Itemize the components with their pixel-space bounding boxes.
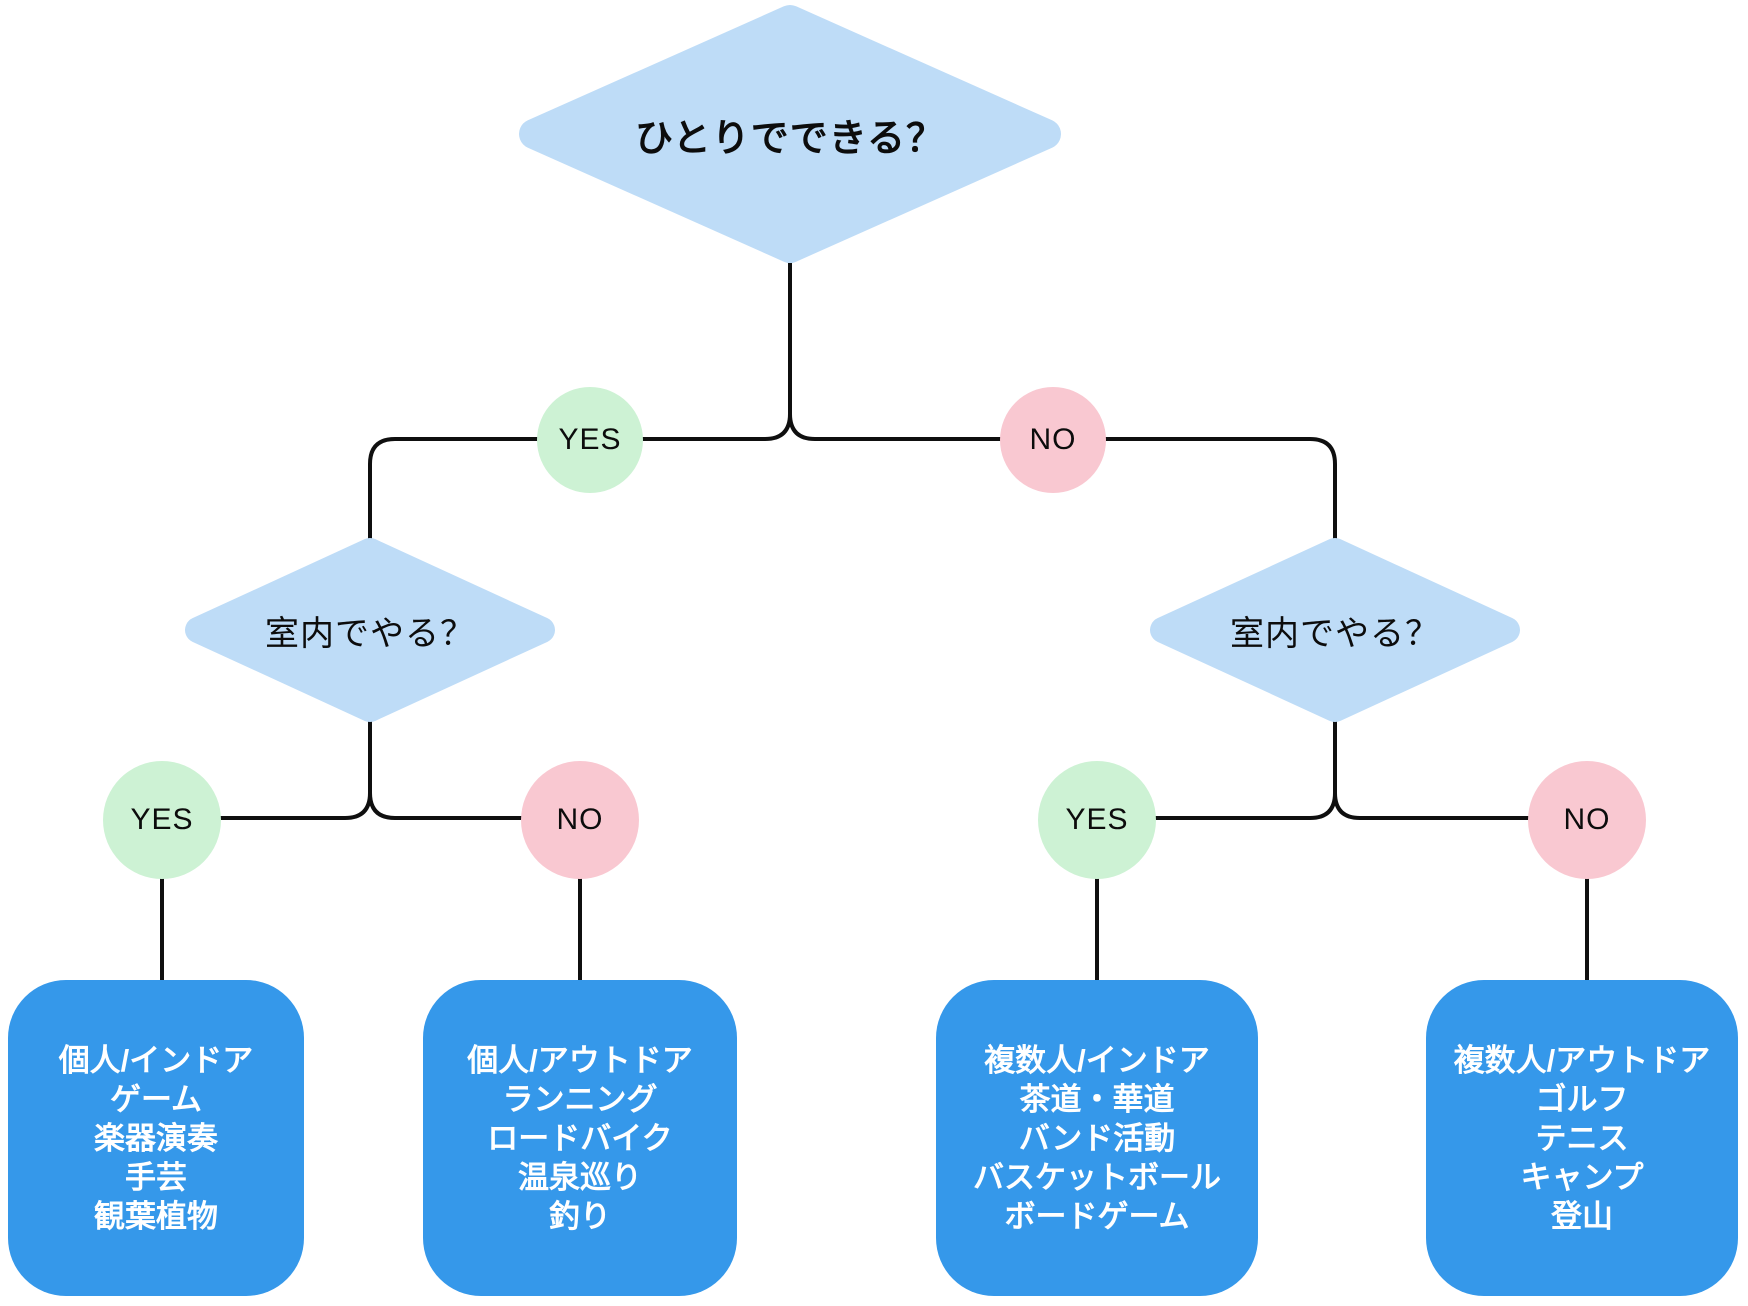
outcome-item: 手芸 bbox=[125, 1159, 187, 1195]
outcome-title: 複数人/インドア bbox=[984, 1042, 1210, 1078]
outcome-item: ボードゲーム bbox=[1004, 1198, 1190, 1234]
outcome-item: ロードバイク bbox=[487, 1120, 673, 1156]
right-question-label: 室内でやる？ bbox=[1230, 614, 1440, 653]
branch-yes-badge-right: YES bbox=[1038, 761, 1156, 879]
outcome-box-group-indoor: 複数人/インドア 茶道・華道 バンド活動 バスケットボール ボードゲーム bbox=[936, 980, 1258, 1296]
outcome-item: バンド活動 bbox=[1018, 1120, 1176, 1156]
branch-no-badge-left: NO bbox=[521, 761, 639, 879]
outcome-box-personal-indoor: 個人/インドア ゲーム 楽器演奏 手芸 観葉植物 bbox=[8, 980, 304, 1296]
outcome-item: 楽器演奏 bbox=[94, 1120, 218, 1156]
branch-no-badge-level1: NO bbox=[1000, 387, 1106, 493]
outcome-title: 個人/アウトドア bbox=[467, 1042, 693, 1078]
outcome-title: 複数人/アウトドア bbox=[1453, 1042, 1711, 1078]
connector-left-diamond-to-no bbox=[368, 718, 582, 820]
outcome-item: ランニング bbox=[502, 1081, 658, 1117]
outcome-item: ゲーム bbox=[109, 1081, 203, 1117]
connector-right-diamond-to-no bbox=[1333, 718, 1589, 820]
decision-diamond-left bbox=[185, 538, 555, 722]
decision-diamond-root bbox=[519, 5, 1061, 263]
outcome-item: 温泉巡り bbox=[518, 1159, 642, 1195]
outcome-box-personal-outdoor: 個人/アウトドア ランニング ロードバイク 温泉巡り 釣り bbox=[423, 980, 737, 1296]
outcome-item: ゴルフ bbox=[1535, 1081, 1629, 1117]
decision-diamond-right bbox=[1150, 538, 1520, 722]
outcome-item: バスケットボール bbox=[973, 1159, 1221, 1195]
branch-no-badge-right: NO bbox=[1528, 761, 1646, 879]
left-question-label: 室内でやる？ bbox=[265, 614, 475, 653]
outcome-box-group-outdoor: 複数人/アウトドア ゴルフ テニス キャンプ 登山 bbox=[1426, 980, 1738, 1296]
outcome-item: キャンプ bbox=[1520, 1159, 1644, 1195]
outcome-item: 観葉植物 bbox=[94, 1198, 218, 1234]
outcome-title: 個人/インドア bbox=[58, 1042, 254, 1078]
root-question-label: ひとりでできる？ bbox=[634, 117, 946, 160]
outcome-item: テニス bbox=[1535, 1120, 1629, 1156]
outcome-item: 登山 bbox=[1551, 1198, 1613, 1234]
branch-yes-badge-level1: YES bbox=[537, 387, 643, 493]
outcome-item: 茶道・華道 bbox=[1019, 1081, 1175, 1117]
outcome-item: 釣り bbox=[549, 1198, 611, 1234]
branch-yes-badge-left: YES bbox=[103, 761, 221, 879]
